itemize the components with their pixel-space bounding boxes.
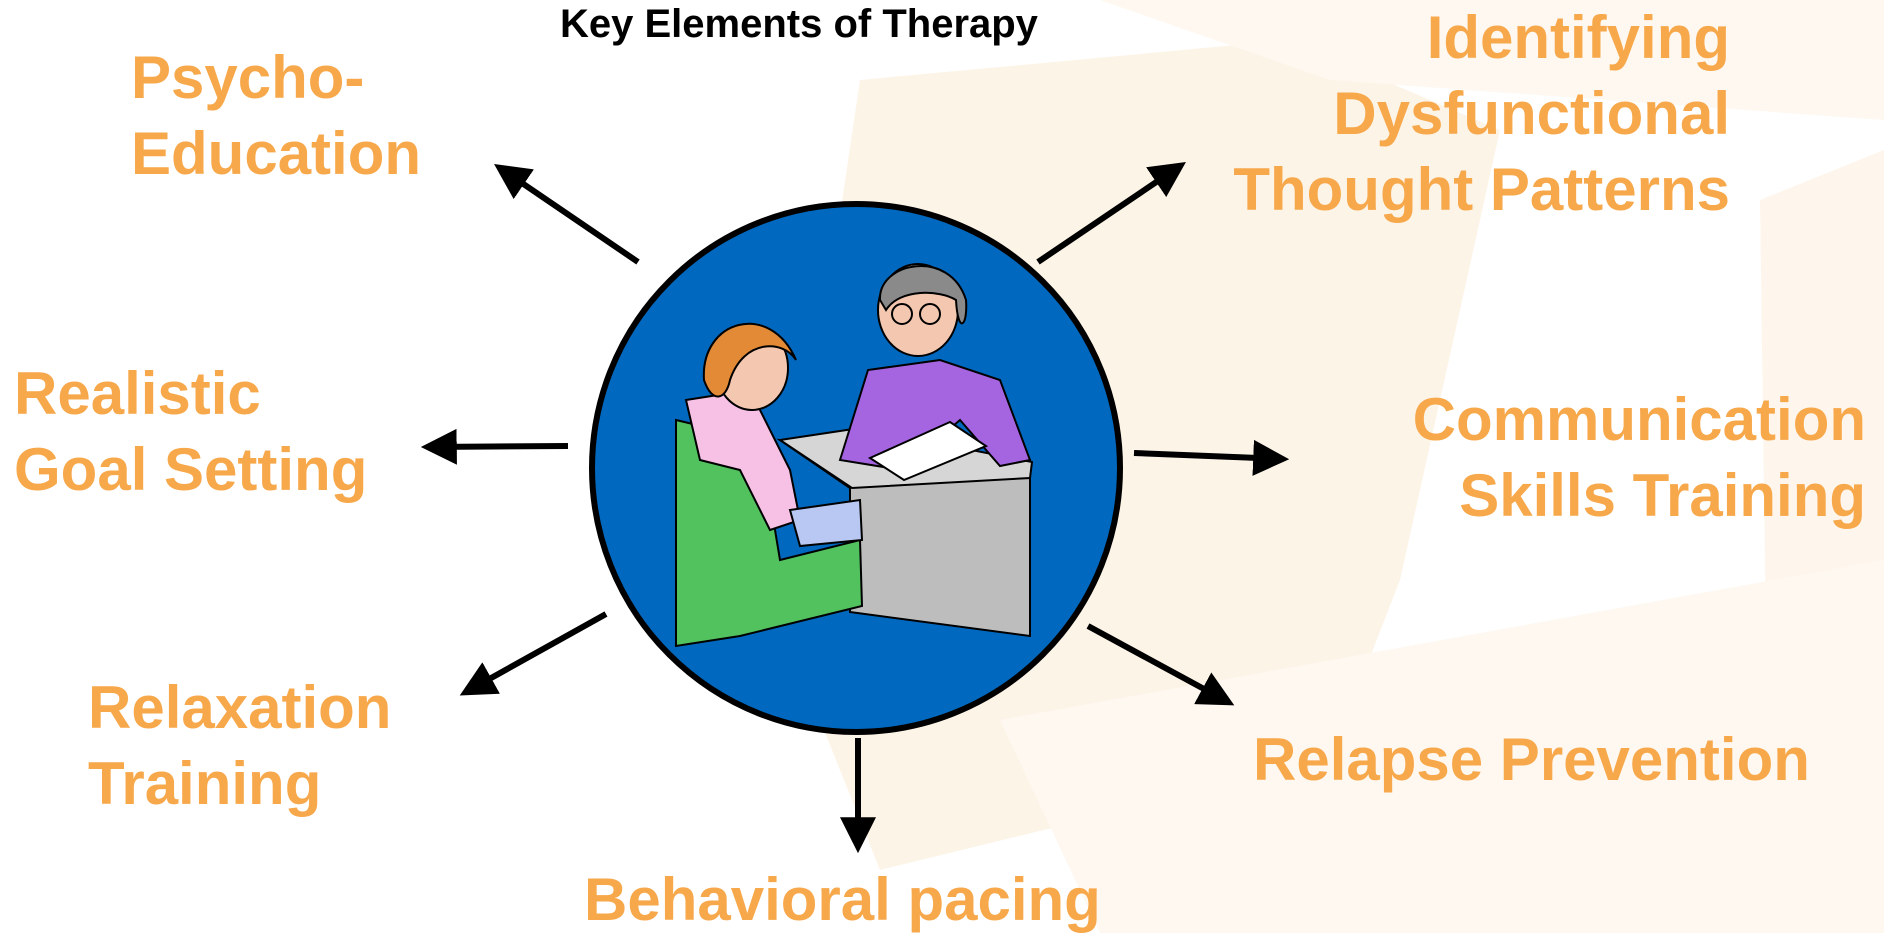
label-behavioral-pacing: Behavioral pacing (584, 862, 1101, 933)
label-line: Skills Training (1459, 462, 1866, 529)
label-line: Relapse Prevention (1253, 726, 1810, 793)
arrow-relapse-prevention (1086, 623, 1235, 706)
arrow-realistic-goal-setting (420, 428, 569, 465)
label-relapse-prevention: Relapse Prevention (1253, 722, 1810, 798)
label-line: Realistic (14, 360, 261, 427)
arrow-identifying (1036, 161, 1186, 265)
label-line: Thought Patterns (1233, 156, 1730, 223)
label-relaxation-training: Relaxation Training (88, 670, 391, 822)
label-communication-skills-training: Communication Skills Training (1300, 382, 1866, 534)
arrow-communication (1133, 439, 1290, 476)
label-line: Psycho- (131, 44, 365, 111)
arrow-psycho-education (494, 163, 640, 265)
label-line: Dysfunctional (1333, 80, 1730, 147)
therapist-and-client-clipart (675, 263, 1034, 648)
label-psycho-education: Psycho- Education (131, 40, 421, 192)
label-line: Behavioral pacing (584, 866, 1101, 933)
label-realistic-goal-setting: Realistic Goal Setting (14, 356, 367, 508)
label-line: Training (88, 750, 322, 817)
label-line: Goal Setting (14, 436, 368, 503)
label-line: Identifying (1426, 4, 1730, 71)
label-line: Communication (1412, 386, 1866, 453)
label-line: Relaxation (88, 674, 392, 741)
label-line: Education (131, 120, 422, 187)
arrow-relaxation (459, 611, 608, 696)
label-identifying-dysfunctional-thought-patterns: Identifying Dysfunctional Thought Patter… (1180, 0, 1730, 228)
diagram-title: Key Elements of Therapy (560, 2, 1038, 46)
